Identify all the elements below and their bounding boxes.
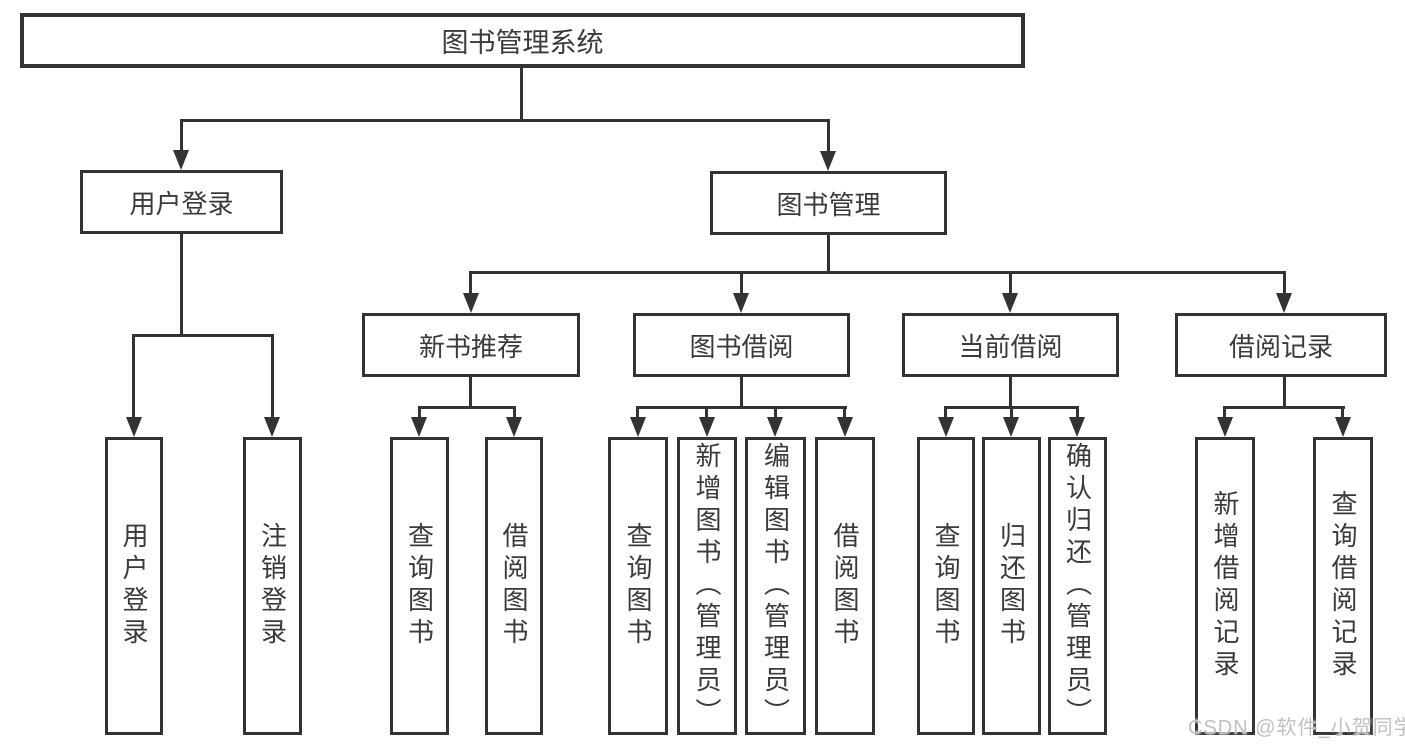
connector-level3-distributor bbox=[470, 271, 1285, 274]
arrow-down-icon bbox=[411, 417, 427, 437]
leaf-add-book-admin: 新增图书（管理员） bbox=[677, 437, 737, 735]
arrow-down-icon bbox=[1069, 417, 1085, 437]
arrow-down-icon bbox=[173, 150, 189, 170]
connector-level3-shaft bbox=[1009, 271, 1012, 297]
leaf-borrow-books-recommend: 借阅图书 bbox=[485, 437, 543, 735]
arrow-down-icon bbox=[837, 417, 853, 437]
connector-group-distributor bbox=[418, 406, 516, 409]
connector-book-management-stub bbox=[827, 235, 830, 274]
node-borrowing-records: 借阅记录 bbox=[1175, 313, 1387, 377]
leaf-edit-book-admin: 编辑图书（管理员） bbox=[745, 437, 806, 735]
connector-user-login-shaft bbox=[180, 119, 183, 150]
connector-level3-shaft bbox=[740, 271, 743, 297]
connector-leaf-shaft bbox=[944, 406, 947, 420]
node-book-borrowing: 图书借阅 bbox=[633, 313, 850, 377]
node-book-management: 图书管理 bbox=[710, 171, 947, 235]
connector-leaf-shaft bbox=[132, 334, 135, 419]
connector-leaf-shaft bbox=[1341, 406, 1344, 420]
leaf-query-books-current: 查询图书 bbox=[917, 437, 975, 735]
node-library-management-system: 图书管理系统 bbox=[20, 13, 1025, 68]
connector-user-login-distributor bbox=[133, 334, 274, 337]
connector-group-distributor bbox=[1223, 406, 1345, 409]
leaf-borrow-books: 借阅图书 bbox=[815, 437, 875, 735]
leaf-query-books-borrowing: 查询图书 bbox=[608, 437, 668, 735]
connector-book-management-shaft bbox=[827, 119, 830, 151]
arrow-down-icon bbox=[630, 417, 646, 437]
connector-leaf-shaft bbox=[1223, 406, 1226, 420]
leaf-user-login: 用户登录 bbox=[105, 437, 163, 735]
leaf-confirm-return-admin: 确认归还（管理员） bbox=[1048, 437, 1107, 735]
leaf-query-books-recommend: 查询图书 bbox=[390, 437, 449, 735]
connector-level3-shaft bbox=[469, 271, 472, 297]
connector-level3-shaft bbox=[1283, 271, 1286, 297]
arrow-down-icon bbox=[767, 417, 783, 437]
connector-root-stub bbox=[520, 68, 523, 121]
connector-group-stub bbox=[469, 377, 472, 409]
arrow-down-icon bbox=[1276, 293, 1292, 313]
connector-leaf-shaft bbox=[843, 406, 846, 420]
connector-level2-distributor bbox=[180, 119, 830, 122]
arrow-down-icon bbox=[126, 417, 142, 437]
connector-user-login-stub bbox=[180, 234, 183, 337]
node-current-borrowing: 当前借阅 bbox=[902, 313, 1119, 377]
connector-leaf-shaft bbox=[418, 406, 421, 420]
connector-group-distributor bbox=[636, 406, 847, 409]
arrow-down-icon bbox=[733, 293, 749, 313]
connector-leaf-shaft bbox=[1010, 406, 1013, 420]
leaf-query-borrow-record: 查询借阅记录 bbox=[1313, 437, 1373, 735]
arrow-down-icon bbox=[264, 417, 280, 437]
connector-leaf-shaft bbox=[705, 406, 708, 420]
arrow-down-icon bbox=[820, 151, 836, 171]
connector-leaf-shaft bbox=[774, 406, 777, 420]
leaf-add-borrow-record: 新增借阅记录 bbox=[1195, 437, 1255, 735]
csdn-watermark: CSDN @软件_小贺同学 bbox=[1188, 717, 1405, 739]
connector-leaf-shaft bbox=[513, 406, 516, 420]
leaf-return-books: 归还图书 bbox=[982, 437, 1041, 735]
arrow-down-icon bbox=[938, 417, 954, 437]
arrow-down-icon bbox=[1335, 417, 1351, 437]
arrow-down-icon bbox=[1217, 417, 1233, 437]
connector-group-stub bbox=[740, 377, 743, 409]
connector-leaf-shaft bbox=[271, 334, 274, 419]
connector-leaf-shaft bbox=[1076, 406, 1079, 420]
arrow-down-icon bbox=[1003, 417, 1019, 437]
arrow-down-icon bbox=[506, 417, 522, 437]
node-user-login: 用户登录 bbox=[80, 170, 283, 234]
connector-group-stub bbox=[1009, 377, 1012, 409]
arrow-down-icon bbox=[699, 417, 715, 437]
arrow-down-icon bbox=[463, 293, 479, 313]
connector-leaf-shaft bbox=[636, 406, 639, 420]
leaf-logout: 注销登录 bbox=[243, 437, 302, 735]
connector-group-stub bbox=[1283, 377, 1286, 409]
arrow-down-icon bbox=[1002, 293, 1018, 313]
node-new-book-recommendation: 新书推荐 bbox=[362, 313, 580, 377]
